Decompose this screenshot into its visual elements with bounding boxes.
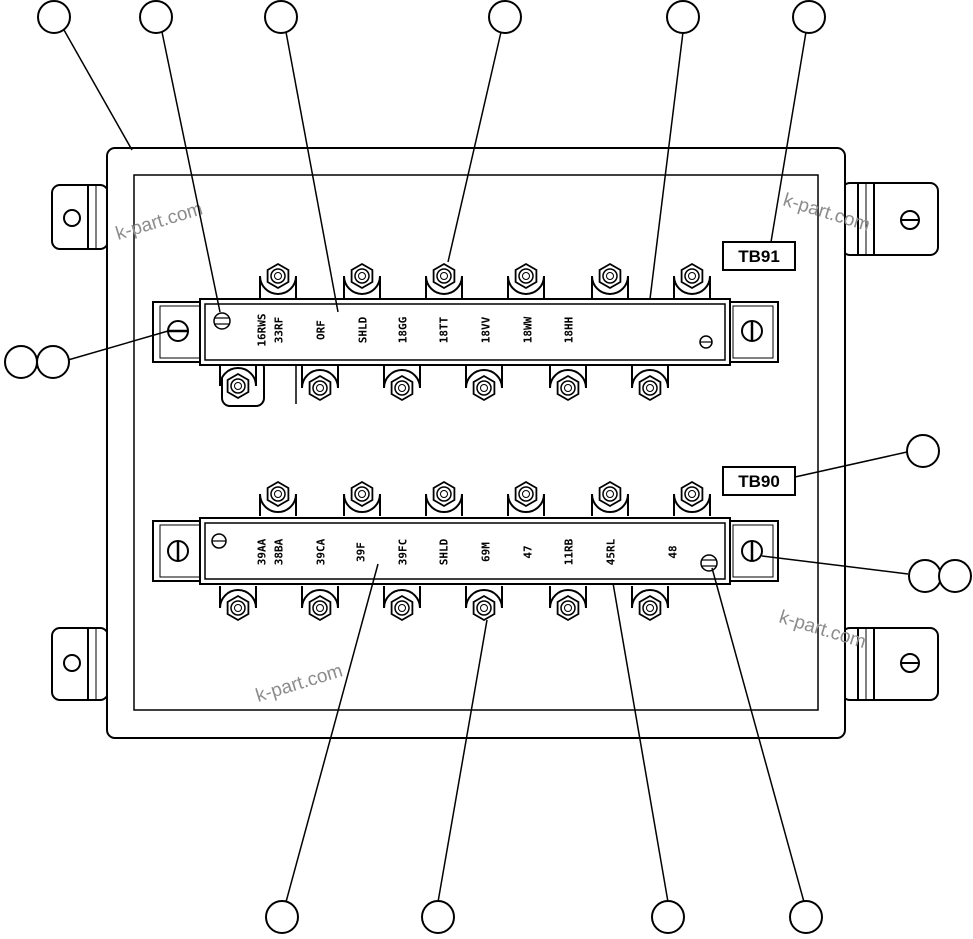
- terminal-label-69m: 69M: [480, 542, 493, 562]
- upper-end-screw-left: [167, 320, 189, 342]
- callout-6: [792, 0, 826, 34]
- callout-4: [488, 0, 522, 34]
- screw-lug: [259, 262, 297, 298]
- terminal-label-38ba: 38BA: [273, 538, 286, 565]
- screw-lug: [631, 366, 669, 402]
- screw-lug: [549, 366, 587, 402]
- screw-lug: [507, 480, 545, 516]
- screw-lug: [383, 586, 421, 622]
- upper-end-screw-right: [741, 320, 763, 342]
- callout-2: [139, 0, 173, 34]
- terminal-label-16rws: 16RWS: [256, 313, 269, 346]
- callout-11: [938, 559, 972, 593]
- screw-lug: [425, 262, 463, 298]
- tag-tb90: TB90: [722, 466, 796, 496]
- terminal-label-orf: ORF: [315, 320, 328, 340]
- screw-lug: [259, 480, 297, 516]
- callout-10: [908, 559, 942, 593]
- callout-9: [906, 434, 940, 468]
- screw-lug: [673, 262, 711, 298]
- screw-lug: [591, 480, 629, 516]
- terminal-label-45rl: 45RL: [605, 538, 618, 565]
- screw-lug: [425, 480, 463, 516]
- terminal-strip-upper: 16RWS 33RF ORF SHLD 18GG 18TT 18VV 18WW …: [152, 262, 779, 407]
- terminal-label-18ww: 18WW: [522, 316, 535, 343]
- upper-small-screw: [699, 335, 713, 349]
- enclosure-inner-panel: [133, 174, 819, 711]
- screw-lug: [343, 480, 381, 516]
- tag-tb91-label: TB91: [738, 247, 780, 266]
- terminal-label-39fc: 39FC: [397, 539, 410, 566]
- callout-3: [264, 0, 298, 34]
- terminal-label-47: 47: [522, 545, 535, 558]
- screw-lug: [507, 262, 545, 298]
- terminal-label-11rb: 11RB: [563, 538, 576, 565]
- terminal-strip-lower: 39AA 38BA 39CA 39F 39FC SHLD 69M 47 11RB…: [152, 480, 779, 622]
- terminal-label-shld-lower: SHLD: [438, 538, 451, 565]
- terminal-label-18tt: 18TT: [438, 316, 451, 343]
- callout-13: [421, 900, 455, 934]
- terminal-label-18hh: 18HH: [563, 317, 576, 344]
- screw-lug: [301, 586, 339, 622]
- callout-1: [37, 0, 71, 34]
- lower-end-screw-left: [167, 540, 189, 562]
- terminal-label-18vv: 18VV: [480, 316, 493, 343]
- callout-bubbles: [4, 0, 972, 934]
- lower-marker-screw-left: [211, 533, 227, 549]
- terminal-label-39ca: 39CA: [315, 538, 328, 565]
- terminal-label-shld-upper: SHLD: [357, 316, 370, 343]
- mounting-tab-bottom-left: [51, 627, 109, 701]
- screw-lug: [465, 586, 503, 622]
- lower-top-screw-row: [259, 480, 711, 516]
- screw-lug: [383, 366, 421, 402]
- callout-15: [789, 900, 823, 934]
- terminal-label-18gg: 18GG: [397, 316, 410, 343]
- mounting-tab-top-right: [841, 182, 939, 256]
- screw-lug: [301, 366, 339, 402]
- lower-end-screw-right: [741, 540, 763, 562]
- callout-leaders: [63, 29, 909, 903]
- callout-12: [265, 900, 299, 934]
- screw-lug: [465, 366, 503, 402]
- screw-lug: [591, 262, 629, 298]
- screw-lug: [219, 586, 257, 622]
- screw-lug: [219, 364, 257, 400]
- lower-marker-screw-right: [700, 554, 718, 572]
- upper-marker-screw: [213, 312, 231, 330]
- upper-top-screw-row: [259, 262, 711, 298]
- terminal-label-39aa: 39AA: [256, 538, 269, 565]
- terminal-label-39f: 39F: [355, 542, 368, 562]
- callout-7: [4, 345, 38, 379]
- mounting-tab-top-left: [51, 184, 109, 250]
- terminal-label-48: 48: [667, 545, 680, 558]
- callout-5: [666, 0, 700, 34]
- screw-lug: [673, 480, 711, 516]
- tag-tb91: TB91: [722, 241, 796, 271]
- callout-8: [36, 345, 70, 379]
- callout-14: [651, 900, 685, 934]
- screw-lug: [631, 586, 669, 622]
- screw-lug: [343, 262, 381, 298]
- upper-bottom-screw-row: [219, 364, 669, 402]
- terminal-label-33rf: 33RF: [273, 317, 286, 344]
- screw-lug: [549, 586, 587, 622]
- lower-bottom-screw-row: [219, 586, 669, 622]
- tag-tb90-label: TB90: [738, 472, 780, 491]
